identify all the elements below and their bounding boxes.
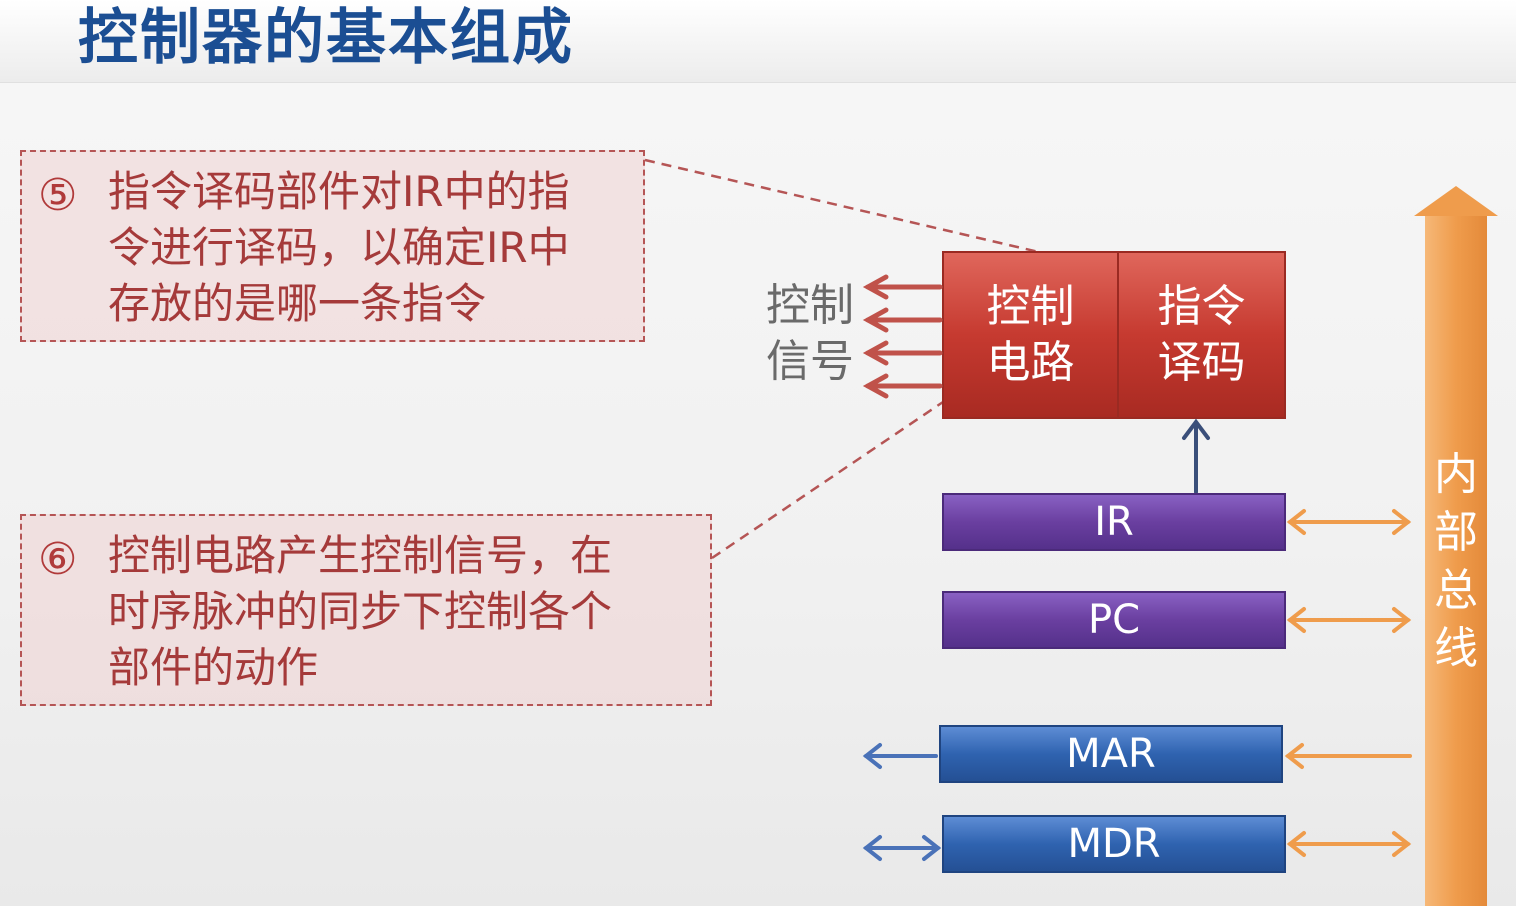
internal-bus-arrow [1414,186,1498,906]
decoder-label-line-2: 译码 [1157,337,1246,388]
pc-register [942,591,1286,649]
callout-6-line-3: 部件的动作 [108,643,319,692]
callout-5-number: ⑤ [38,170,78,221]
internal-bus-label: 内 部 总 线 [1430,446,1482,678]
control-circuit-label-line-2: 电路 [986,337,1075,388]
callout-6-line-1: 控制电路产生控制信号，在 [108,531,613,580]
bus-label-char-2: 部 [1434,507,1478,558]
mdr-register [942,815,1286,873]
pc-register-label: PC [1087,597,1141,643]
ir-to-decoder-arrow [1182,418,1210,494]
mar-register [939,725,1283,783]
callout-6-number: ⑥ [38,534,78,585]
callout-5-text: 指令译码部件对IR中的指 令进行译码，以确定IR中 存放的是哪一条指令 [108,164,570,332]
callout-6-line-2: 时序脉冲的同步下控制各个 [108,587,613,636]
title-bar: 控制器的基本组成 [0,0,1516,83]
mar-register-label: MAR [1066,731,1156,777]
control-signal-label: 控制 信号 [760,278,860,390]
control-signal-label-line-2: 信号 [766,336,854,387]
callout-5-line-1: 指令译码部件对IR中的指 [108,167,570,216]
ir-register-label: IR [1094,499,1134,545]
page-title: 控制器的基本组成 [78,3,574,73]
bus-label-char-4: 线 [1434,623,1478,674]
callout-5: ⑤ 指令译码部件对IR中的指 令进行译码，以确定IR中 存放的是哪一条指令 [20,150,645,342]
external-connections [862,743,942,861]
decoder-label-line-1: 指令 [1157,281,1246,332]
decoder-box [1117,251,1286,419]
callout-6-text: 控制电路产生控制信号，在 时序脉冲的同步下控制各个 部件的动作 [108,528,612,696]
bus-label-char-1: 内 [1434,449,1478,500]
control-signal-arrows [862,274,943,399]
mdr-register-label: MDR [1067,821,1161,867]
bus-label-char-3: 总 [1434,565,1478,616]
ir-register [942,493,1286,551]
decoder-label: 指令 译码 [1118,279,1285,391]
connector-6 [711,400,944,560]
callout-5-line-3: 存放的是哪一条指令 [108,279,487,328]
control-circuit-label-line-1: 控制 [986,281,1075,332]
callout-6: ⑥ 控制电路产生控制信号，在 时序脉冲的同步下控制各个 部件的动作 [20,514,712,706]
bus-connections [1284,509,1412,857]
control-circuit-box [942,251,1119,419]
control-circuit-label: 控制 电路 [943,279,1118,391]
control-signal-label-line-1: 控制 [766,280,854,331]
callout-5-line-2: 令进行译码，以确定IR中 [108,223,570,272]
